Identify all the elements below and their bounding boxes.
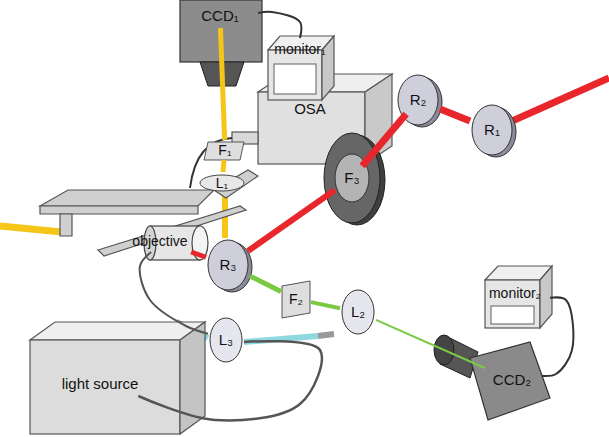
yellow-beam <box>0 226 62 232</box>
part-label: R₁ <box>484 121 500 138</box>
part-label: F₁ <box>218 142 231 158</box>
part-label: L₂ <box>351 303 365 320</box>
part-label: CCD₂ <box>493 371 531 388</box>
light-beam <box>311 302 340 308</box>
light-beam <box>191 252 206 257</box>
mirror-r1 <box>472 105 516 157</box>
part-label: monitor₂ <box>489 285 541 301</box>
lens: L₃ <box>208 328 244 352</box>
lens-shape <box>342 290 374 334</box>
monitor-box: monitor₂ <box>480 282 550 304</box>
cable <box>258 12 301 38</box>
fiber-tip <box>318 334 334 336</box>
cable <box>542 297 573 376</box>
light-beam <box>250 276 281 292</box>
lens: L₁ <box>202 172 242 194</box>
monitor-box: monitor₁ <box>264 38 336 60</box>
light-beam <box>376 320 485 368</box>
mirror-r3 <box>208 240 252 292</box>
part-label: light source <box>62 375 139 392</box>
light-source: light source <box>40 372 160 396</box>
filter-plate <box>204 142 244 160</box>
filter-wheel: F₃ <box>334 166 370 190</box>
cable <box>140 252 208 334</box>
lens: L₂ <box>340 300 376 324</box>
mirror: R₁ <box>470 116 514 144</box>
lens-shape <box>200 175 244 191</box>
part-label: F₃ <box>344 169 359 186</box>
monitor-box <box>485 266 552 328</box>
lens-shape <box>210 318 242 362</box>
part-label: R₂ <box>410 91 427 108</box>
cable <box>138 341 321 420</box>
objective: objective <box>122 230 198 252</box>
camera-ccd2 <box>434 335 550 420</box>
light-source-box <box>30 322 205 434</box>
part-label: CCD₁ <box>201 7 239 24</box>
filter-plate: F₂ <box>281 288 311 310</box>
mirror: R₂ <box>396 86 440 114</box>
light-beam <box>220 28 224 140</box>
analyzer-box: OSA <box>282 98 338 120</box>
light-beam <box>223 160 224 172</box>
mirror: R₃ <box>206 251 250 279</box>
filter-plate <box>282 281 310 318</box>
part-label: F₂ <box>289 291 303 307</box>
filter-plate: F₁ <box>208 140 242 160</box>
light-beam <box>362 114 406 166</box>
light-beam <box>440 109 470 121</box>
camera-box: CCD₂ <box>482 368 542 392</box>
camera-box: CCD₁ <box>182 4 258 28</box>
monitor-box <box>268 36 334 100</box>
part-label: L₃ <box>219 331 233 348</box>
part-label: L₁ <box>216 175 229 191</box>
part-label: monitor₁ <box>274 41 325 57</box>
part-label: R₃ <box>220 256 237 273</box>
part-label: objective <box>132 233 187 249</box>
light-beam <box>248 190 335 251</box>
part-label: OSA <box>294 100 326 117</box>
